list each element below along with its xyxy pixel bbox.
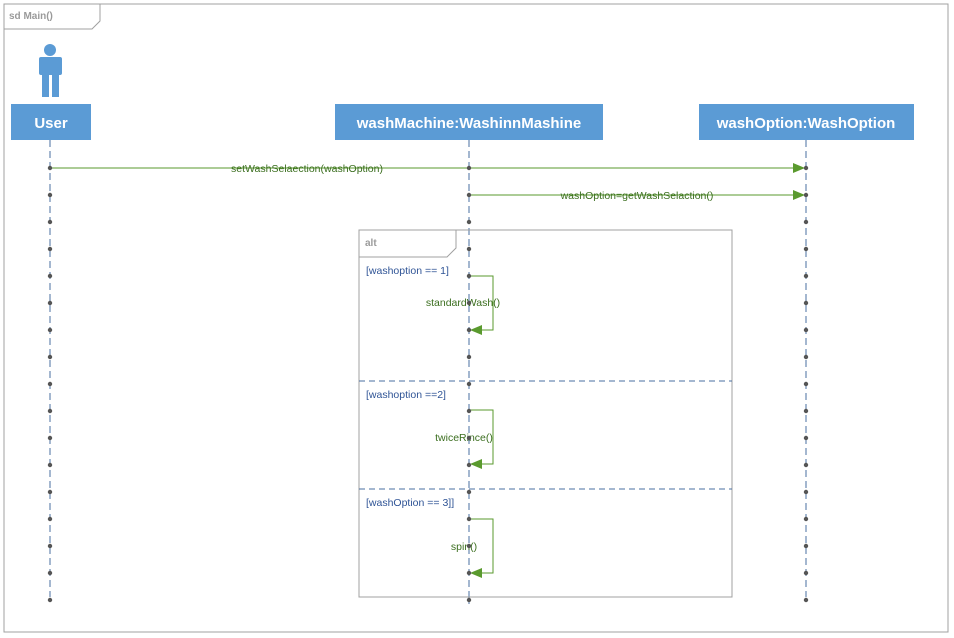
lifeline-user-title: User [34,115,68,132]
lifeline-washoption-title: washOption:WashOption [716,115,896,132]
lifeline-anchor-dot [466,408,472,414]
lifeline-anchor-dot [466,219,472,225]
lifeline-anchor-dot [803,354,809,360]
self-message-standard-wash[interactable]: standardWash() [426,275,500,335]
message-set-wash-selection[interactable]: setWashSelaection(washOption) [50,163,805,175]
lifeline-anchor-dot [466,300,472,306]
lifeline-anchor-dot [466,192,472,198]
lifeline-anchor-dot [47,219,53,225]
lifeline-anchor-dot [466,354,472,360]
self-message-label: spin() [451,541,477,553]
lifeline-anchor-dot [47,435,53,441]
lifeline-anchor-dot [47,489,53,495]
lifeline-anchor-dot [466,597,472,603]
lifeline-anchor-dot [47,165,53,171]
lifeline-anchor-dot [47,543,53,549]
lifeline-anchor-dot [803,165,809,171]
lifeline-anchor-dot [803,219,809,225]
lifeline-anchor-dot [47,462,53,468]
lifeline-anchor-dot [803,597,809,603]
lifeline-anchor-dot [47,246,53,252]
lifeline-anchor-dot [803,273,809,279]
lifeline-anchor-dot [47,300,53,306]
lifeline-anchor-dot [466,246,472,252]
lifeline-anchor-dot [466,165,472,171]
lifeline-anchor-dot [466,381,472,387]
lifeline-anchor-dot [47,570,53,576]
lifeline-anchor-dot [803,462,809,468]
lifeline-anchor-dot [47,516,53,522]
lifeline-anchor-dots [47,165,809,603]
lifeline-anchor-dot [803,570,809,576]
lifeline-anchor-dot [803,543,809,549]
lifeline-anchor-dot [47,381,53,387]
message-get-wash-selection[interactable]: washOption=getWashSelaction() [469,190,805,202]
self-message-spin[interactable]: spin() [451,518,494,578]
lifeline-anchor-dot [803,516,809,522]
message-label: setWashSelaection(washOption) [231,163,383,175]
self-message-label: standardWash() [426,297,500,309]
sd-frame-label: sd Main() [9,11,53,22]
sd-frame [3,3,949,633]
lifeline-anchor-dot [803,246,809,252]
lifeline-anchor-dot [47,408,53,414]
lifeline-anchor-dot [803,489,809,495]
lifeline-anchor-dot [803,192,809,198]
sd-frame-tab [4,4,101,30]
lifeline-anchor-dot [466,516,472,522]
message-label: washOption=getWashSelaction() [560,190,714,202]
lifeline-anchor-dot [466,543,472,549]
lifeline-anchor-dot [47,327,53,333]
lifeline-anchor-dot [803,408,809,414]
lifeline-anchor-dot [47,273,53,279]
lifeline-anchor-dot [47,192,53,198]
lifeline-anchor-dot [466,435,472,441]
lifeline-washoption[interactable]: washOption:WashOption [699,104,914,140]
lifeline-anchor-dot [466,489,472,495]
lifeline-anchor-dot [803,381,809,387]
lifeline-anchor-dot [47,597,53,603]
self-message-twice-rince[interactable]: twiceRince() [435,409,494,469]
lifeline-washmachine-title: washMachine:WashinnMashine [356,115,581,132]
lifeline-anchor-dot [803,300,809,306]
lifeline-washmachine[interactable]: washMachine:WashinnMashine [335,104,603,140]
lifeline-anchor-dot [466,273,472,279]
lifeline-anchor-dot [466,570,472,576]
guard-operand-1: [washoption == 1] [366,265,449,277]
alt-fragment: alt [washoption == 1] [washoption ==2] [… [358,229,733,598]
lifeline-anchor-dot [803,435,809,441]
self-message-label: twiceRince() [435,432,493,444]
guard-operand-3: [washOption == 3]] [366,497,454,509]
person-icon [39,44,62,97]
lifeline-anchor-dot [466,327,472,333]
lifeline-anchor-dot [47,354,53,360]
guard-operand-2: [washoption ==2] [366,389,446,401]
lifeline-anchor-dot [466,462,472,468]
alt-label: alt [365,238,377,249]
lifeline-user[interactable]: User [11,104,91,140]
lifeline-anchor-dot [803,327,809,333]
